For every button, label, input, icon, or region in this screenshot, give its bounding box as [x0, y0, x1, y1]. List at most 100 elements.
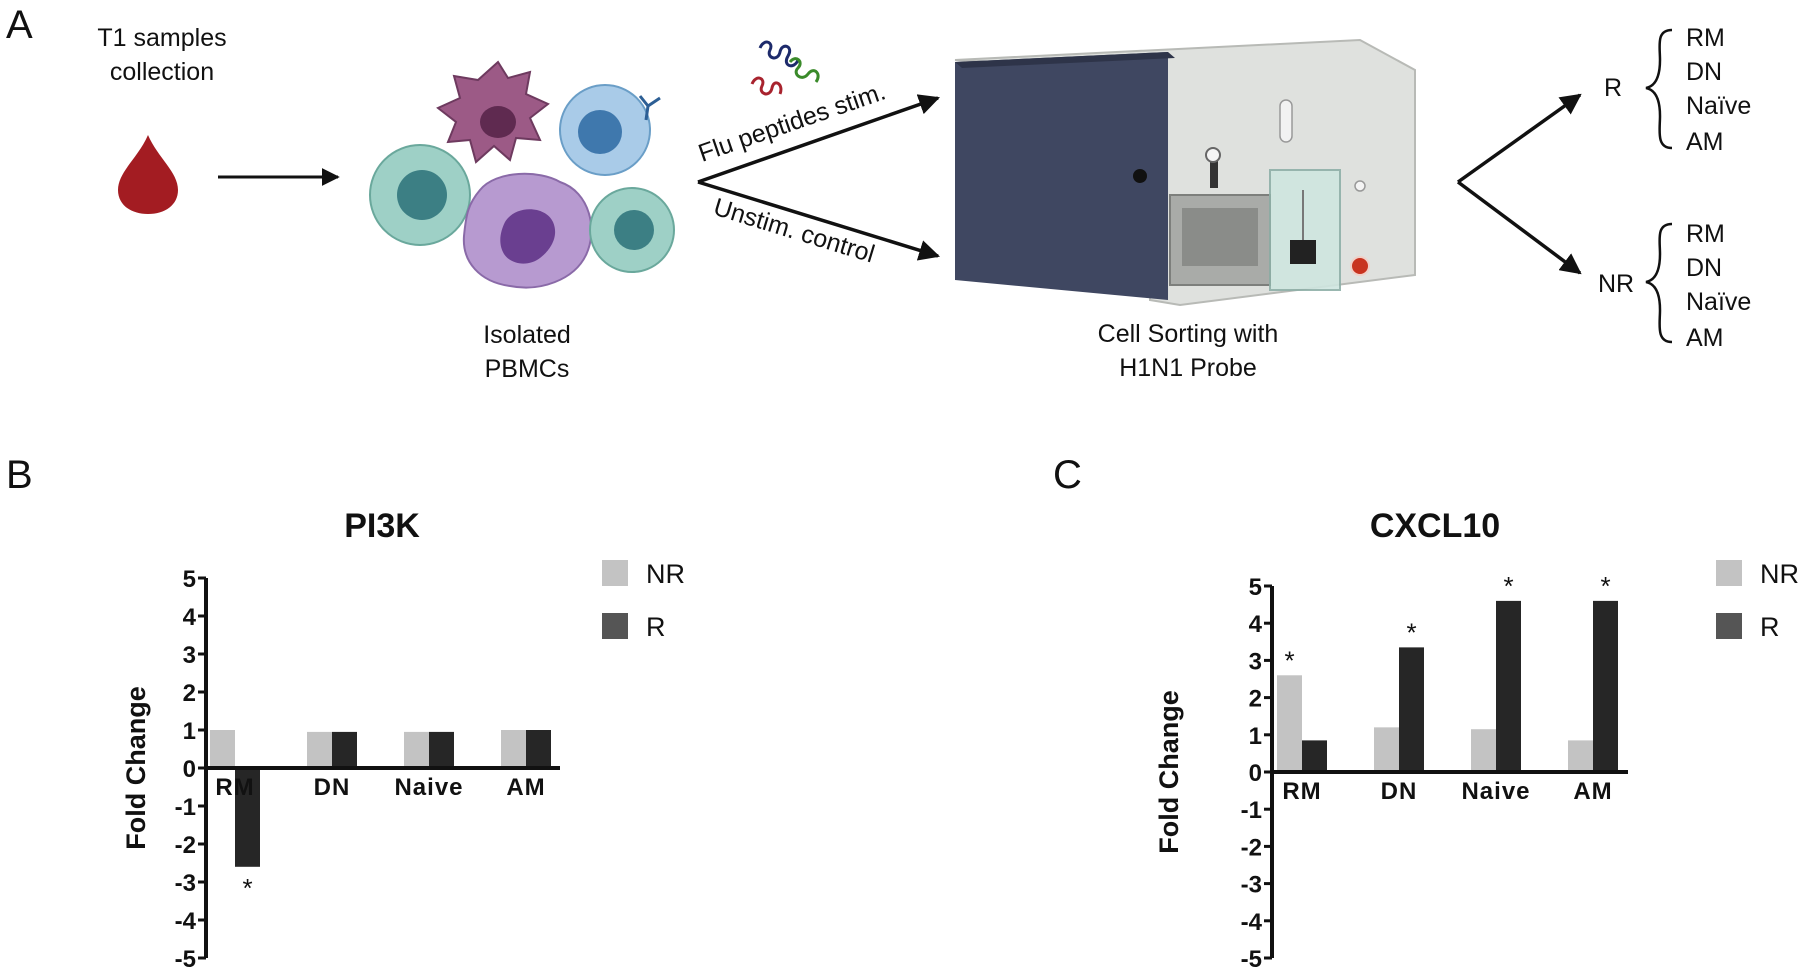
y-tick-label: 1: [1249, 723, 1262, 750]
bar-r-am: [526, 730, 551, 768]
y-tick-label: -4: [175, 908, 197, 935]
bar-nr-am: [1568, 740, 1593, 772]
panel-a: A T1 samples collection: [6, 3, 1751, 383]
nr-subset-dn: DN: [1686, 254, 1722, 282]
r-subset-dn: DN: [1686, 58, 1722, 86]
legend-swatch-r: [602, 613, 628, 639]
y-axis-label: Fold Change: [121, 686, 151, 850]
bar-nr-naive: [404, 731, 429, 768]
y-tick-label: -4: [1241, 909, 1263, 936]
legend-swatch-nr: [602, 560, 628, 586]
bar-r-dn: [332, 731, 357, 768]
legend-swatch-nr: [1716, 560, 1742, 586]
y-tick-label: -1: [1241, 797, 1262, 824]
bar-r-naive: [429, 731, 454, 768]
bar-r-am: [1593, 600, 1618, 772]
bar-r-dn: [1399, 647, 1424, 772]
chart-title: PI3K: [344, 507, 420, 545]
legend-label-r: R: [646, 612, 666, 642]
collection-label-line2: collection: [110, 58, 214, 86]
b-cell-icon: [559, 84, 661, 176]
y-tick-label: -3: [175, 870, 196, 897]
r-subset-rm: RM: [1686, 24, 1725, 52]
cell-sorter-icon: [954, 38, 1416, 307]
y-tick-label: 4: [183, 604, 197, 631]
panel-c-letter: C: [1053, 453, 1082, 497]
y-tick-label: 2: [1249, 686, 1262, 713]
x-tick-label: Naive: [394, 774, 463, 801]
group-nr-label: NR: [1598, 270, 1634, 298]
legend-label-nr: NR: [1760, 559, 1799, 589]
y-tick-label: 4: [1249, 611, 1263, 638]
nr-subset-am: AM: [1686, 324, 1724, 352]
x-tick-label: Naive: [1461, 778, 1530, 805]
y-tick-label: -5: [1241, 946, 1262, 972]
sorter-label-line1: Cell Sorting with: [1098, 320, 1279, 348]
bar-r-rm: [1302, 740, 1327, 772]
bar-r-naive: [1496, 600, 1521, 772]
y-tick-label: -3: [1241, 872, 1262, 899]
arrow-stimulated: [697, 94, 940, 184]
significance-star: *: [1406, 617, 1416, 647]
significance-star: *: [1284, 645, 1294, 675]
bar-nr-dn: [307, 731, 332, 768]
y-tick-label: 5: [1249, 574, 1262, 601]
significance-star: *: [1503, 571, 1513, 601]
blood-drop-icon: [118, 135, 178, 214]
peptide-icon: [750, 40, 820, 96]
x-tick-label: RM: [215, 774, 254, 801]
collection-label-line1: T1 samples: [97, 24, 226, 52]
y-tick-label: 2: [183, 680, 196, 707]
r-subset-list: RM DN Naïve AM: [1686, 24, 1751, 156]
group-r-label: R: [1604, 74, 1622, 102]
y-tick-label: -2: [1241, 834, 1262, 861]
y-tick-label: 3: [183, 642, 196, 669]
brace-nr: [1645, 222, 1673, 344]
t-cell-icon: [369, 144, 471, 246]
r-subset-naive: Naïve: [1686, 92, 1751, 120]
panel-a-letter: A: [6, 3, 33, 47]
x-tick-label: DN: [314, 774, 351, 801]
bar-nr-dn: [1374, 727, 1399, 772]
bar-nr-rm: [210, 730, 235, 768]
x-tick-label: RM: [1282, 778, 1321, 805]
legend-swatch-r: [1716, 613, 1742, 639]
y-tick-label: 0: [183, 756, 196, 783]
chart-title: CXCL10: [1370, 507, 1500, 545]
x-tick-label: AM: [506, 774, 545, 801]
legend-label-nr: NR: [646, 559, 685, 589]
legend-label-r: R: [1760, 612, 1780, 642]
y-tick-label: 0: [1249, 760, 1262, 787]
y-tick-label: -5: [175, 946, 196, 972]
nr-subset-list: RM DN Naïve AM: [1686, 220, 1751, 352]
r-subset-am: AM: [1686, 128, 1724, 156]
significance-star: *: [242, 873, 252, 903]
y-tick-label: 3: [1249, 648, 1262, 675]
x-tick-label: DN: [1381, 778, 1418, 805]
bar-nr-am: [501, 730, 526, 768]
arrow-to-r: [1456, 93, 1582, 184]
brace-r: [1645, 28, 1673, 150]
stim-label: Flu peptides stim.: [695, 77, 889, 167]
y-tick-label: 5: [183, 566, 196, 593]
significance-star: *: [1600, 571, 1610, 601]
nr-subset-rm: RM: [1686, 220, 1725, 248]
sorter-label-line2: H1N1 Probe: [1119, 354, 1257, 382]
bar-nr-rm: [1277, 675, 1302, 772]
bar-nr-naive: [1471, 729, 1496, 772]
dendritic-cell-icon: [436, 60, 550, 164]
nr-subset-naive: Naïve: [1686, 288, 1751, 316]
arrow-unstimulated: [697, 180, 941, 261]
y-axis-label: Fold Change: [1154, 690, 1184, 854]
monocyte-icon: [462, 172, 593, 289]
pbmc-cells-illustration: [369, 60, 675, 289]
arrow-to-nr: [1456, 180, 1582, 275]
bar-r-rm: [235, 768, 260, 867]
panel-b-letter: B: [6, 453, 33, 497]
y-tick-label: -2: [175, 832, 196, 859]
pbmc-label-line2: PBMCs: [485, 355, 570, 383]
pbmc-label-line1: Isolated: [483, 321, 571, 349]
